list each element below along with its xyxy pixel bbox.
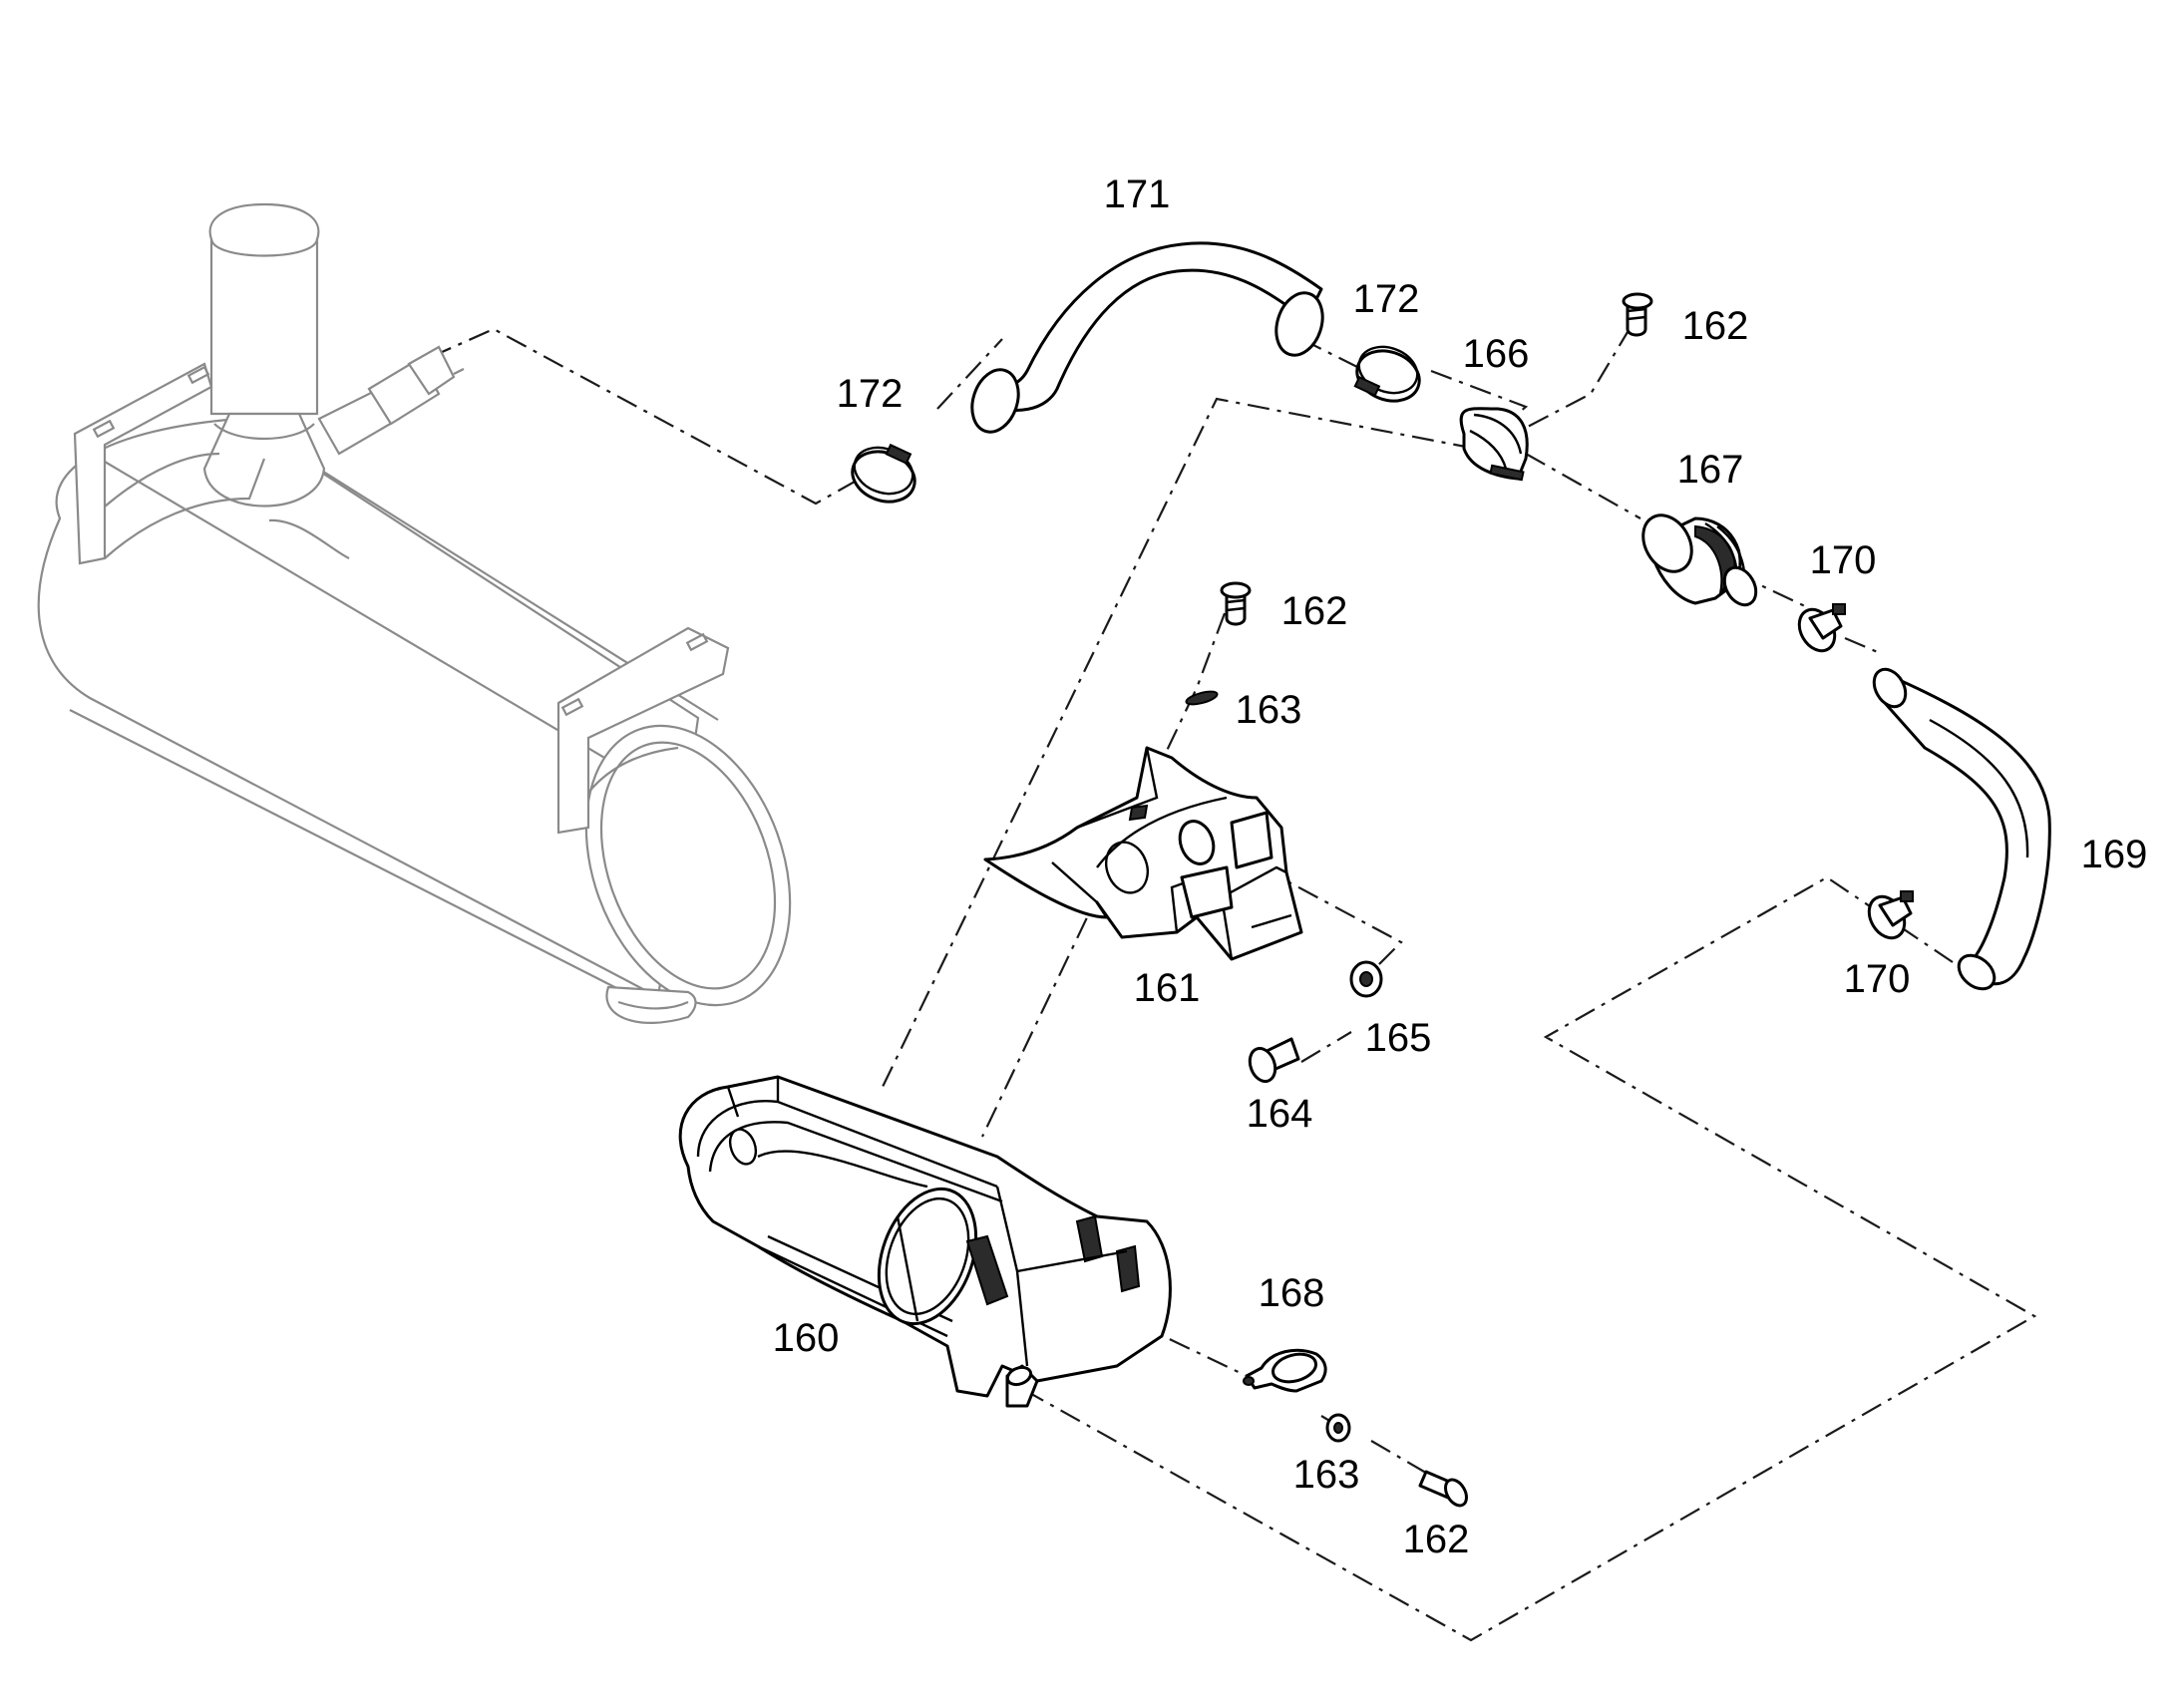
part-162-bolt-mid [1220, 581, 1252, 626]
label-170-bottom: 170 [1844, 957, 1911, 1001]
part-160-housing [678, 1075, 1172, 1408]
label-162-bottom: 162 [1403, 1518, 1470, 1561]
part-163-washer-bottom [1325, 1413, 1351, 1443]
part-170-clamp-bottom [1867, 890, 1914, 940]
label-171: 171 [1104, 172, 1171, 216]
label-170-top: 170 [1810, 538, 1877, 582]
label-161: 161 [1134, 966, 1201, 1010]
part-163-washer-mid [1185, 690, 1219, 706]
part-172-clamp-right [1353, 345, 1421, 403]
label-165: 165 [1365, 1016, 1432, 1060]
part-164-bolt [1248, 1037, 1300, 1083]
part-171-hose [970, 241, 1324, 434]
muffler-assembly [37, 202, 792, 1024]
label-172-right: 172 [1353, 277, 1420, 321]
label-166: 166 [1463, 332, 1530, 376]
label-162-top: 162 [1682, 304, 1749, 348]
part-165-washer [1349, 960, 1383, 998]
label-160: 160 [773, 1316, 840, 1360]
part-172-clamp-left [851, 443, 916, 504]
part-169-hose [1872, 667, 2051, 991]
part-170-clamp-top [1797, 603, 1846, 653]
label-163-mid: 163 [1236, 688, 1302, 732]
part-168-clamp [1243, 1348, 1327, 1393]
part-166-clamp [1459, 407, 1529, 482]
callout-labels: 171 172 172 166 162 167 170 162 163 169 … [773, 172, 2148, 1561]
part-162-bolt-top [1622, 292, 1653, 337]
label-169: 169 [2081, 833, 2148, 876]
label-162-mid: 162 [1281, 589, 1348, 633]
label-167: 167 [1677, 448, 1744, 492]
label-163-bottom: 163 [1293, 1453, 1360, 1497]
label-172-left: 172 [837, 372, 904, 416]
label-164: 164 [1247, 1092, 1313, 1136]
label-168: 168 [1259, 1271, 1325, 1315]
part-161-bracket [983, 746, 1303, 961]
part-167-coupling [1641, 513, 1758, 607]
part-162-bolt-bottom [1418, 1470, 1468, 1508]
